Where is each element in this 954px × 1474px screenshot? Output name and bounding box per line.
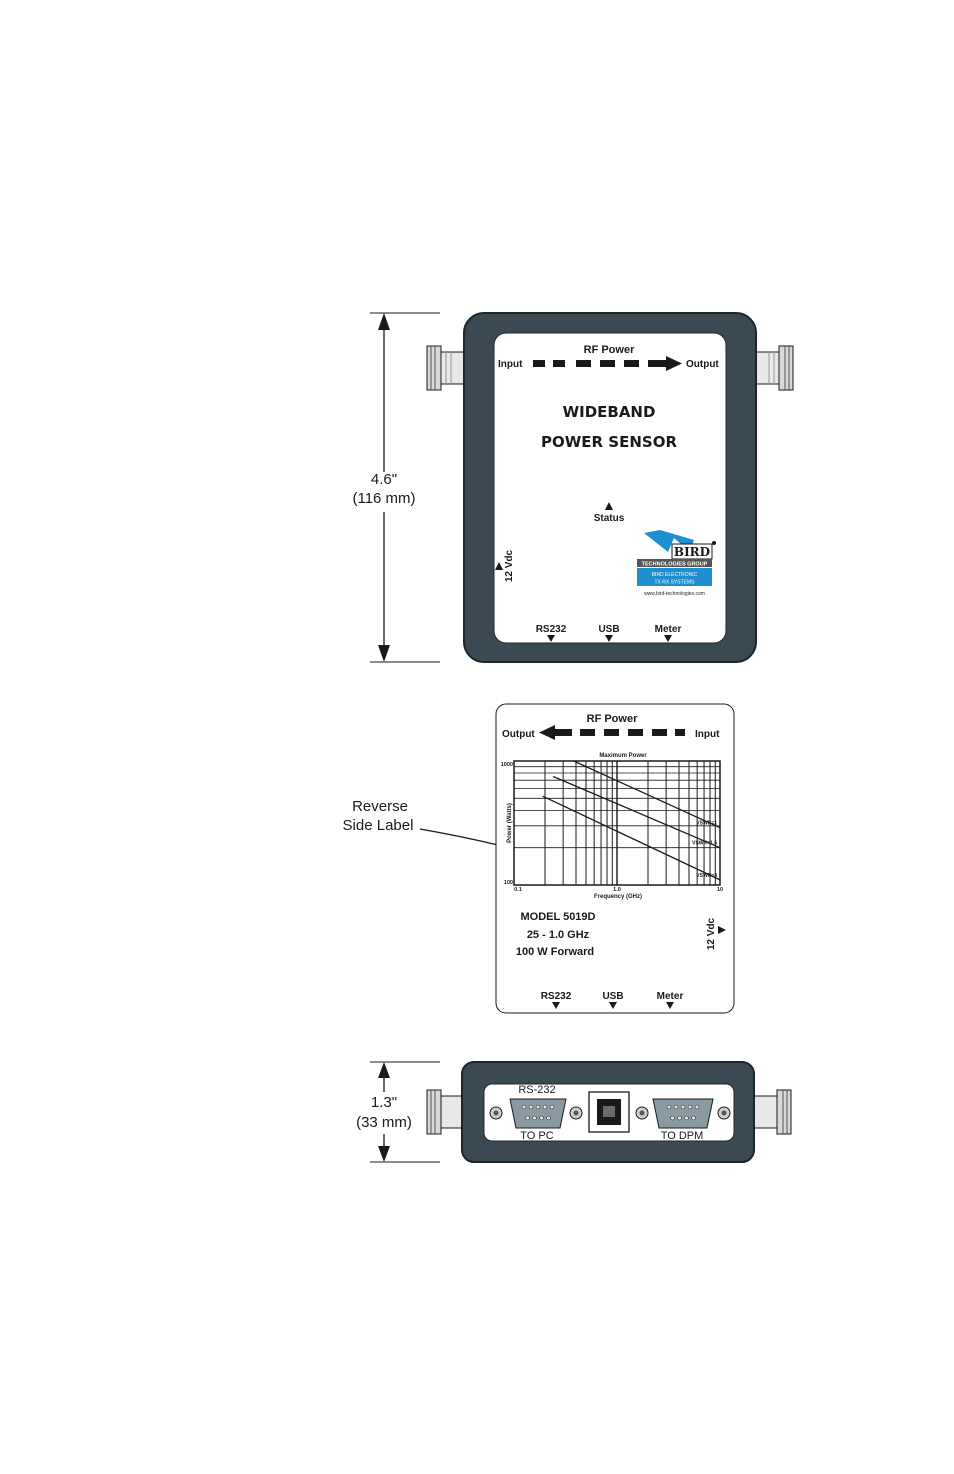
front-port-meter-label: Meter <box>655 624 682 635</box>
reverse-port-usb-arrow <box>609 1002 617 1009</box>
front-input-connector <box>426 345 465 391</box>
front-power-arrow <box>495 562 503 570</box>
front-height-mm: (116 mm) <box>352 490 415 507</box>
chart-title: Maximum Power <box>599 753 647 759</box>
reverse-label-face <box>495 703 735 1014</box>
svg-text:BIRD: BIRD <box>674 545 710 559</box>
chart-x-tick-label: 1.0 <box>613 887 621 893</box>
chart-series-label-1: VSWR=1 <box>696 821 717 827</box>
front-rf-power-title: RF Power <box>584 344 635 356</box>
chart-y-label: Power (Watts) <box>507 803 513 843</box>
product-name-line1: WIDEBAND <box>563 403 656 421</box>
rs232-pins <box>521 1104 555 1121</box>
front-height-inches: 4.6" <box>371 471 397 488</box>
chart-grid <box>514 761 720 885</box>
logo-band1-text: TECHNOLOGIES GROUP <box>642 562 708 568</box>
chart-ticks: 0.1 1.0 10 100 1000 <box>501 762 723 893</box>
reverse-callout-line2: Side Label <box>343 817 414 834</box>
end-height-dimension: 1.3" (33 mm) <box>356 1061 440 1163</box>
front-port-rs232-label: RS232 <box>536 624 567 635</box>
front-output-connector <box>755 345 794 391</box>
reverse-port-meter-label: Meter <box>657 991 684 1002</box>
usb-b-connector-icon <box>588 1091 630 1133</box>
reverse-power-arrow <box>718 926 726 934</box>
bird-logo: BIRD TECHNOLOGIES GROUP BIRD ELECTRONIC … <box>637 530 716 597</box>
reverse-callout-line1: Reverse <box>352 798 408 815</box>
chart-y-tick-label: 100 <box>504 880 513 886</box>
front-port-meter-arrow <box>664 635 672 642</box>
reverse-rf-flow-arrow <box>539 725 685 740</box>
end-height-inches: 1.3" <box>371 1094 397 1111</box>
chart-x-label: Frequency (GHz) <box>594 894 642 900</box>
spec-power: 100 W Forward <box>516 946 594 958</box>
chart-x-tick-label: 0.1 <box>514 887 522 893</box>
chart-series-line-2 <box>552 775 721 849</box>
reverse-power-label: 12 Vdc <box>706 917 717 950</box>
reverse-input-label: Input <box>695 729 720 740</box>
reverse-port-rs232-label: RS232 <box>541 991 572 1002</box>
screw-icon <box>717 1106 731 1120</box>
reverse-output-label: Output <box>502 729 535 740</box>
chart-series-line-3 <box>542 795 721 881</box>
reverse-port-rs232-arrow <box>552 1002 560 1009</box>
front-rf-flow-arrow <box>533 356 682 371</box>
front-height-dimension: 4.6" (116 mm) <box>352 312 440 663</box>
status-label: Status <box>594 513 625 524</box>
screw-icon <box>635 1106 649 1120</box>
logo-band2b-text: TX RX SYSTEMS <box>654 580 695 586</box>
chart-series-line-1 <box>573 760 721 829</box>
chart-series-label-3: VSWR=3 <box>696 873 717 879</box>
logo-url: www.bird-technologies.com <box>644 591 705 597</box>
logo-band-blue <box>637 568 712 586</box>
product-name-line2: POWER SENSOR <box>541 433 677 451</box>
reverse-rf-power-title: RF Power <box>587 713 638 725</box>
dpm-pins <box>666 1104 700 1121</box>
end-right-connector <box>753 1089 792 1135</box>
front-output-label: Output <box>686 359 719 370</box>
rs232-port-bottom-label: TO PC <box>520 1130 553 1142</box>
logo-band-gray <box>637 559 712 567</box>
reverse-callout-leader <box>419 828 499 846</box>
front-port-usb-label: USB <box>598 624 619 635</box>
bird-mark-icon <box>644 530 694 552</box>
front-power-label: 12 Vdc <box>504 549 515 582</box>
front-port-rs232-arrow <box>547 635 555 642</box>
end-height-mm: (33 mm) <box>356 1114 412 1131</box>
end-view: 1.3" (33 mm) RS-232 TO PC <box>356 1061 792 1163</box>
screw-icon <box>489 1106 503 1120</box>
spec-frequency: 25 - 1.0 GHz <box>527 929 590 941</box>
dpm-db9-connector-icon <box>652 1098 714 1129</box>
front-input-label: Input <box>498 359 523 370</box>
reverse-port-usb-label: USB <box>602 991 623 1002</box>
reverse-view: Reverse Side Label RF Power Output Input… <box>343 703 735 1014</box>
front-view: 4.6" (116 mm) RF Power Input <box>352 312 794 663</box>
status-indicator-arrow <box>605 502 613 510</box>
logo-band2a-text: BIRD ELECTRONIC <box>652 572 698 578</box>
dpm-port-bottom-label: TO DPM <box>661 1130 704 1142</box>
end-left-connector <box>426 1089 463 1135</box>
chart-series-label-2: VSWR=1.5 <box>692 841 717 847</box>
rs232-db9-connector-icon <box>509 1098 567 1129</box>
chart-x-tick-label: 10 <box>717 887 723 893</box>
chart-y-tick-label: 1000 <box>501 762 513 768</box>
spec-model: MODEL 5019D <box>521 911 596 923</box>
rs232-port-top-label: RS-232 <box>518 1084 555 1096</box>
reverse-port-meter-arrow <box>666 1002 674 1009</box>
screw-icon <box>569 1106 583 1120</box>
front-port-usb-arrow <box>605 635 613 642</box>
